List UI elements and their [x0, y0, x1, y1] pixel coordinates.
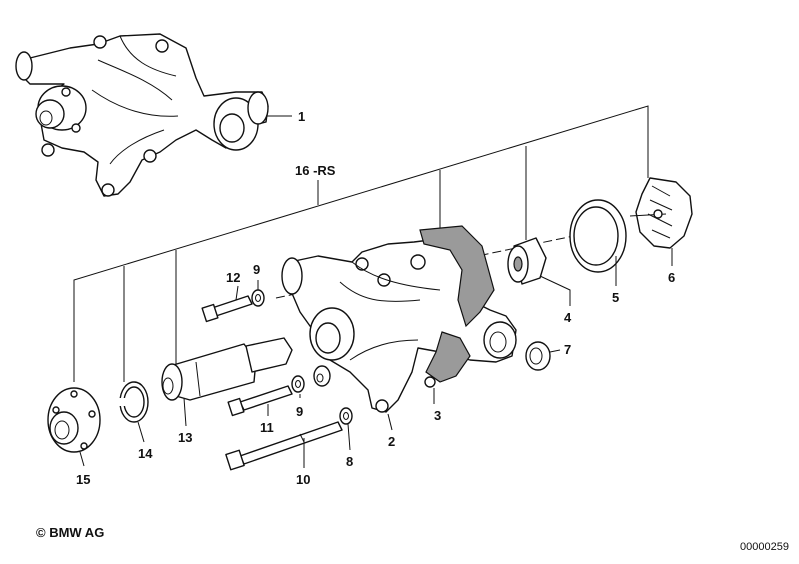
circlip	[118, 381, 149, 423]
bolt-12	[201, 295, 253, 323]
label-2: 2	[388, 434, 395, 449]
pump-housing	[281, 225, 517, 413]
label-leaders	[79, 115, 673, 468]
label-5: 5	[612, 290, 619, 305]
label-3: 3	[434, 408, 441, 423]
bearing-shaft	[161, 337, 293, 401]
document-number: 00000259	[740, 541, 789, 553]
label-11: 11	[260, 420, 274, 435]
label-1: 1	[298, 109, 305, 124]
label-4: 4	[564, 310, 572, 325]
washer-9-upper	[251, 289, 265, 307]
label-16-rs: 16 -RS	[295, 163, 336, 178]
label-9-lower: 9	[296, 404, 303, 419]
shaft-seal	[507, 237, 547, 285]
washer-8	[339, 407, 353, 425]
label-12: 12	[226, 270, 240, 285]
small-seal-ring	[525, 341, 551, 371]
label-14: 14	[138, 446, 153, 461]
impeller	[629, 177, 693, 249]
label-9-upper: 9	[253, 262, 260, 277]
hub-flange	[47, 387, 101, 453]
part-labels: 1 2 3 4 5 6 7 8 9 9 10 11 12 13 14 15 16…	[76, 109, 675, 487]
spacer-sleeve	[313, 365, 331, 387]
kit-bracket	[73, 105, 649, 382]
copyright-notice: © BMW AG	[36, 525, 105, 540]
label-7: 7	[564, 342, 571, 357]
label-10: 10	[296, 472, 310, 487]
label-8: 8	[346, 454, 353, 469]
washer-9-lower	[291, 375, 305, 393]
water-pump-assembly	[15, 33, 269, 197]
sealing-ring	[569, 199, 627, 273]
label-13: 13	[178, 430, 192, 445]
bolt-10	[225, 421, 343, 471]
label-6: 6	[668, 270, 675, 285]
bolt-11	[227, 385, 293, 417]
label-15: 15	[76, 472, 90, 487]
